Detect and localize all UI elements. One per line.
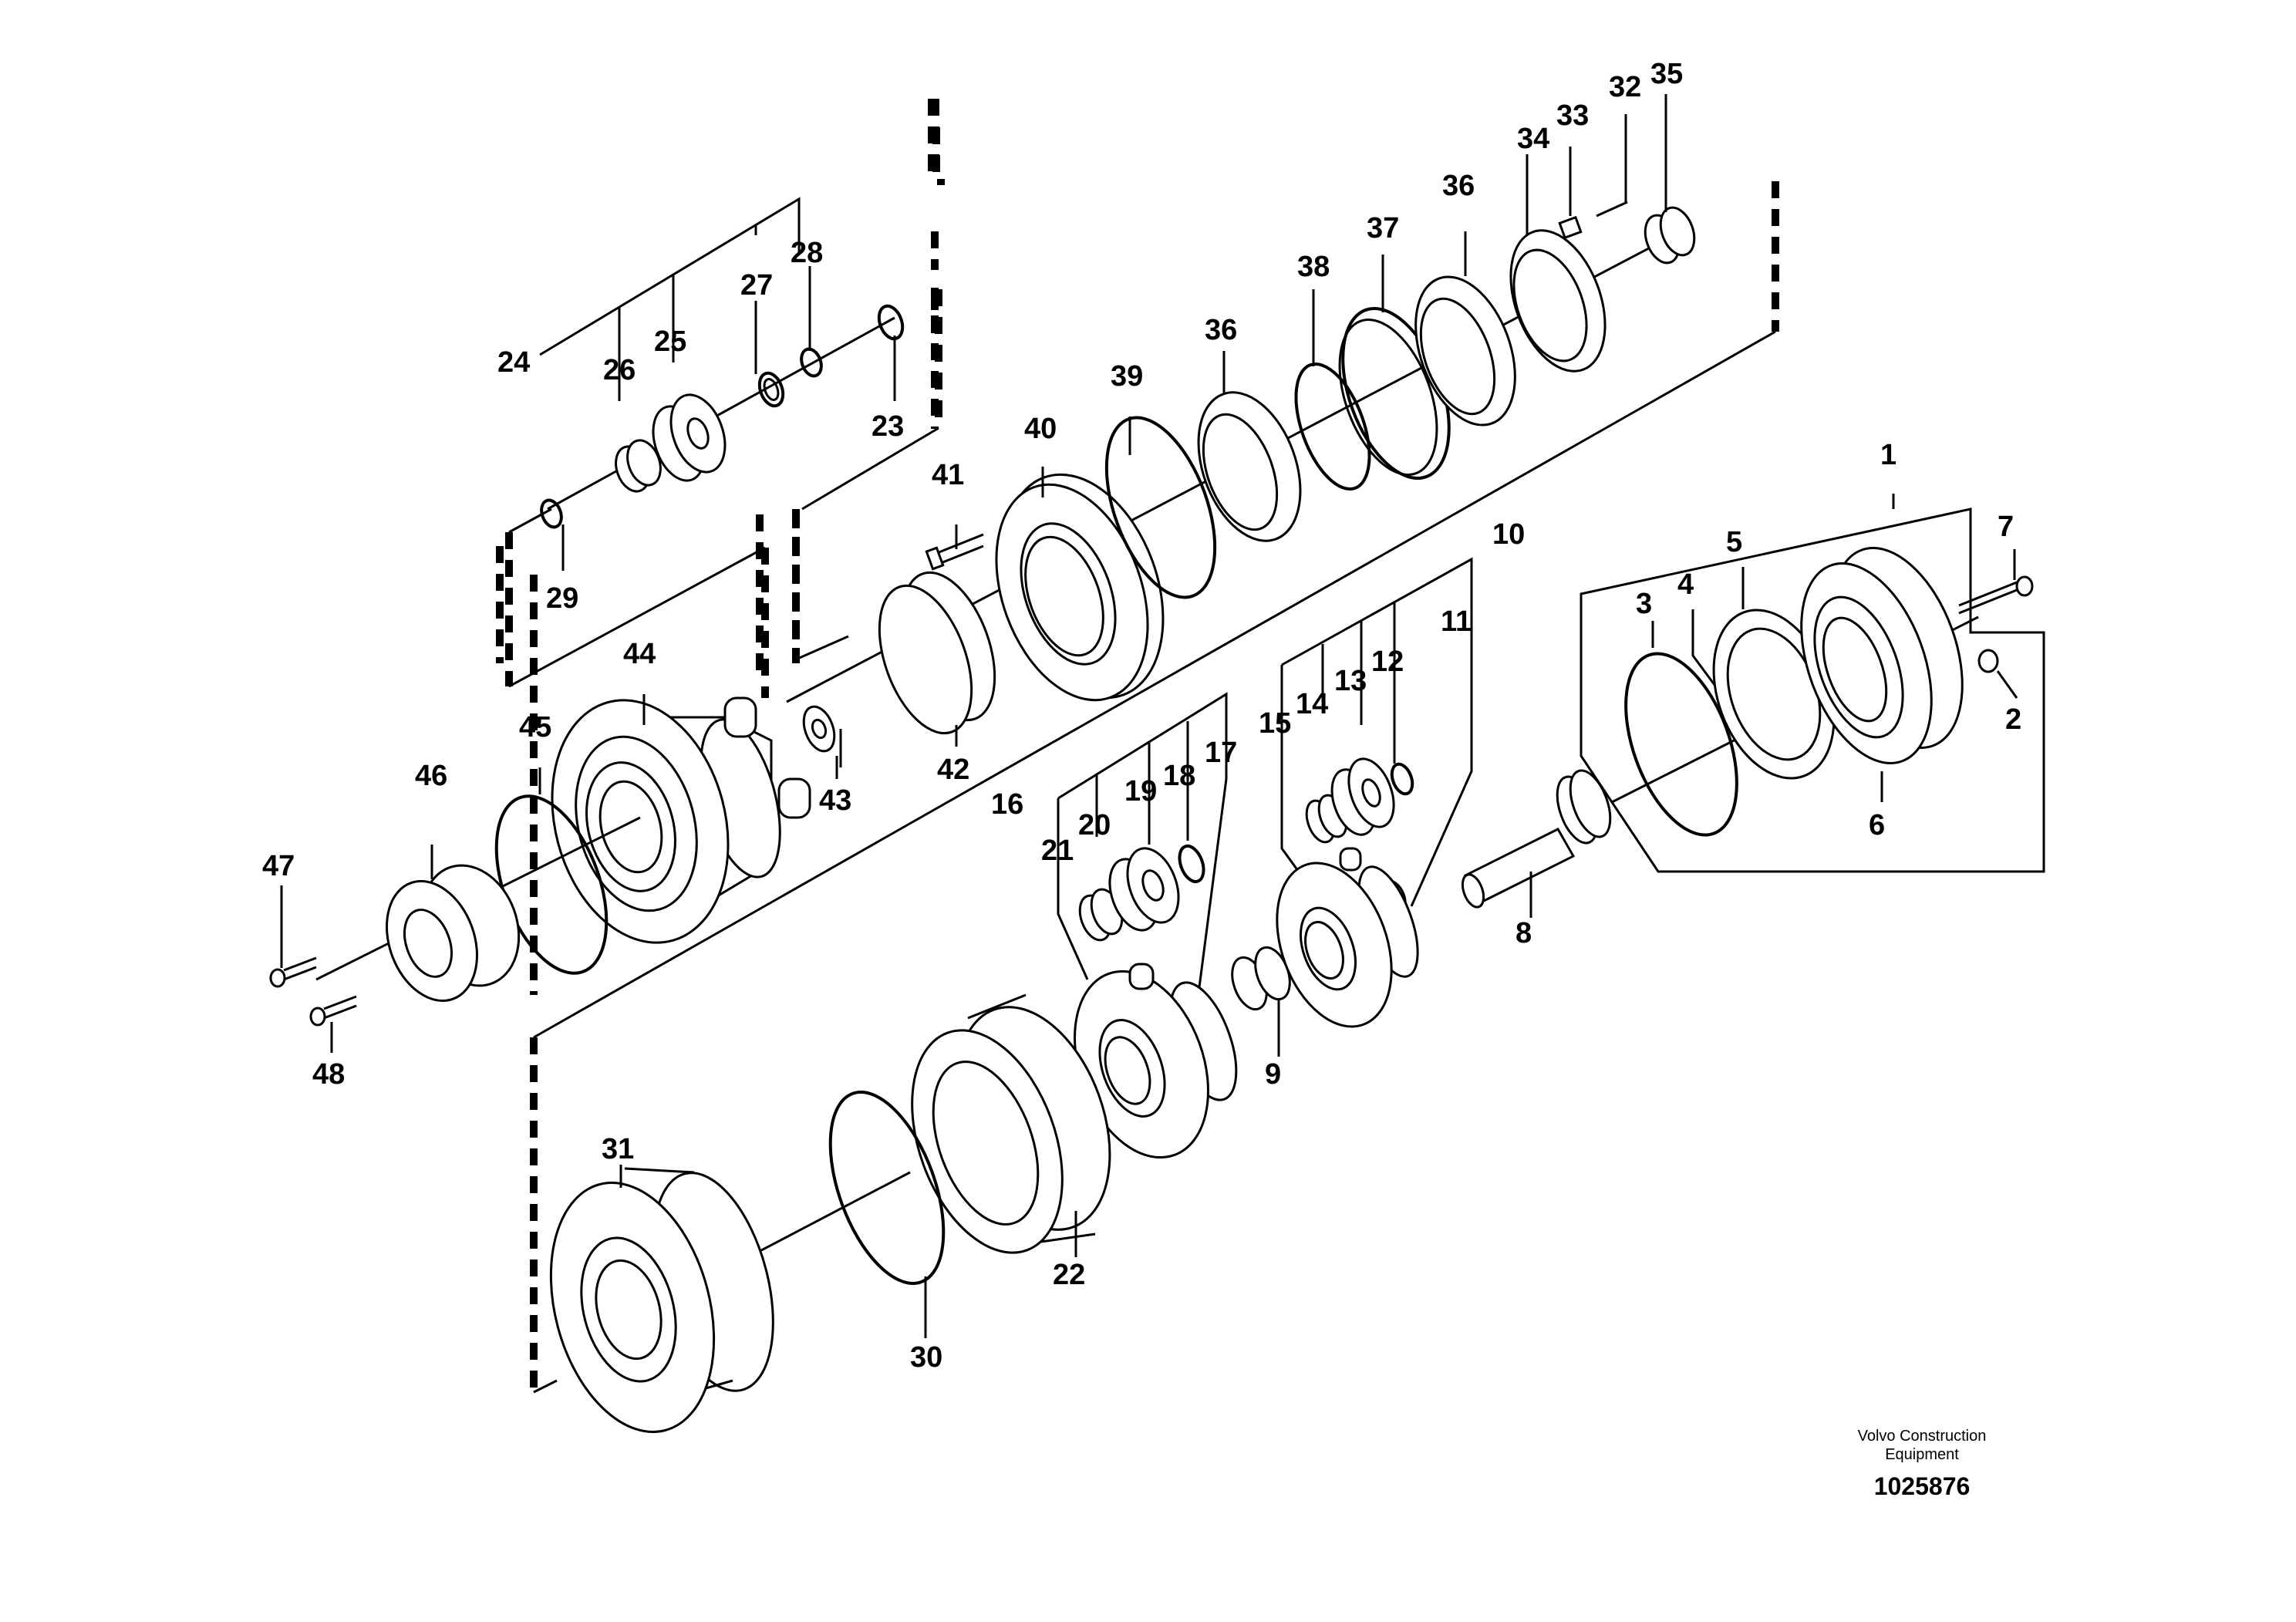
end-cover-46 bbox=[315, 816, 641, 1002]
drive-housing-group bbox=[1580, 494, 2045, 873]
label-part-10: 10 bbox=[1492, 518, 1525, 551]
label-part-17: 17 bbox=[1205, 737, 1237, 769]
bearing-36-b bbox=[1414, 275, 1516, 427]
label-part-45: 45 bbox=[519, 711, 551, 744]
label-part-23: 23 bbox=[872, 410, 904, 443]
label-part-32: 32 bbox=[1609, 71, 1641, 103]
label-part-36-upper: 36 bbox=[1442, 170, 1475, 202]
label-part-43: 43 bbox=[819, 784, 851, 817]
bearing-36-a bbox=[1197, 391, 1302, 542]
planet-carrier-group bbox=[1276, 557, 1473, 1028]
credit-block: Volvo Construction Equipment 1025876 bbox=[1858, 1428, 1987, 1500]
label-part-27: 27 bbox=[740, 269, 773, 302]
label-part-47: 47 bbox=[262, 850, 295, 882]
label-part-36-lower: 36 bbox=[1205, 314, 1237, 346]
label-part-11: 11 bbox=[1441, 605, 1472, 638]
sun-gear-subassembly bbox=[539, 197, 905, 571]
label-part-6: 6 bbox=[1869, 809, 1885, 841]
label-part-42: 42 bbox=[937, 754, 969, 786]
label-part-33: 33 bbox=[1556, 99, 1589, 132]
drawing-number: 1025876 bbox=[1874, 1472, 1971, 1500]
label-part-19: 19 bbox=[1124, 775, 1157, 808]
hub-carrier-44 bbox=[551, 694, 811, 944]
label-part-16: 16 bbox=[991, 788, 1023, 821]
gear-35 bbox=[1644, 206, 1696, 265]
label-part-26: 26 bbox=[603, 354, 636, 386]
label-part-1: 1 bbox=[1880, 439, 1896, 471]
label-part-39: 39 bbox=[1111, 360, 1143, 393]
label-part-5: 5 bbox=[1726, 526, 1742, 558]
label-part-18: 18 bbox=[1163, 760, 1195, 792]
planet-gear-25 bbox=[652, 393, 727, 482]
hub-31 bbox=[549, 1165, 911, 1433]
label-part-25: 25 bbox=[654, 325, 686, 358]
label-part-38: 38 bbox=[1297, 251, 1330, 283]
label-part-9: 9 bbox=[1265, 1058, 1281, 1091]
label-part-29: 29 bbox=[546, 582, 578, 615]
seal-cover-34 bbox=[1509, 229, 1607, 373]
label-part-4: 4 bbox=[1677, 568, 1694, 601]
lower-group bbox=[549, 692, 1291, 1433]
upper-bearing-stack bbox=[786, 94, 1696, 767]
bolt-48 bbox=[309, 995, 357, 1053]
label-part-22: 22 bbox=[1053, 1259, 1085, 1291]
label-part-34: 34 bbox=[1517, 123, 1549, 155]
label-part-7: 7 bbox=[1998, 511, 2014, 543]
ring-gear-22 bbox=[911, 993, 1111, 1257]
label-part-8: 8 bbox=[1515, 917, 1532, 949]
label-part-48: 48 bbox=[312, 1058, 345, 1091]
label-part-15: 15 bbox=[1259, 707, 1291, 740]
label-part-14: 14 bbox=[1296, 688, 1328, 720]
part-labels: 1 2 3 4 5 6 7 8 9 10 11 12 13 14 15 16 1… bbox=[262, 58, 2021, 1374]
label-part-30: 30 bbox=[910, 1341, 942, 1374]
credit-line-1: Volvo Construction bbox=[1858, 1428, 1987, 1445]
label-part-31: 31 bbox=[602, 1133, 634, 1165]
bearing-housing-40 bbox=[995, 473, 1165, 702]
group-frame-lines bbox=[505, 181, 1779, 1394]
label-part-28: 28 bbox=[791, 237, 823, 269]
label-part-41: 41 bbox=[932, 459, 964, 491]
label-part-46: 46 bbox=[415, 760, 447, 792]
label-part-44: 44 bbox=[623, 638, 656, 670]
label-part-21: 21 bbox=[1041, 835, 1074, 867]
label-part-35: 35 bbox=[1650, 58, 1683, 90]
thrust-washer-43 bbox=[802, 705, 838, 779]
bolt-41 bbox=[925, 533, 984, 571]
label-part-3: 3 bbox=[1636, 588, 1652, 620]
credit-line-2: Equipment bbox=[1885, 1446, 1959, 1463]
sleeve-42 bbox=[878, 571, 996, 735]
bolt-47 bbox=[269, 885, 317, 988]
label-part-2: 2 bbox=[2005, 703, 2021, 736]
needle-bearing-26 bbox=[615, 439, 662, 493]
label-part-37: 37 bbox=[1367, 212, 1399, 244]
label-part-13: 13 bbox=[1334, 665, 1367, 697]
input-shaft-8 bbox=[1461, 769, 1612, 918]
label-part-24: 24 bbox=[497, 346, 530, 379]
label-part-40: 40 bbox=[1024, 413, 1057, 445]
label-part-12: 12 bbox=[1371, 646, 1404, 678]
label-part-20: 20 bbox=[1078, 809, 1111, 841]
